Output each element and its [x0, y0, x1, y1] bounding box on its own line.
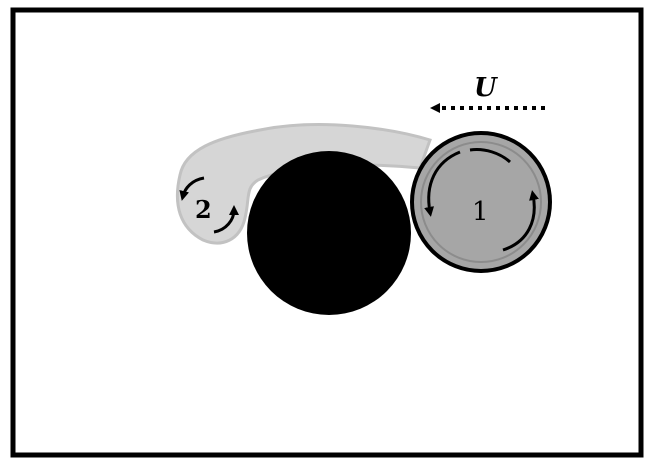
cylinder-1-label: 1 — [472, 197, 489, 227]
velocity-label: U — [474, 73, 498, 103]
vortex-2-label: 2 — [195, 195, 212, 224]
fixed-cylinder — [247, 151, 411, 315]
